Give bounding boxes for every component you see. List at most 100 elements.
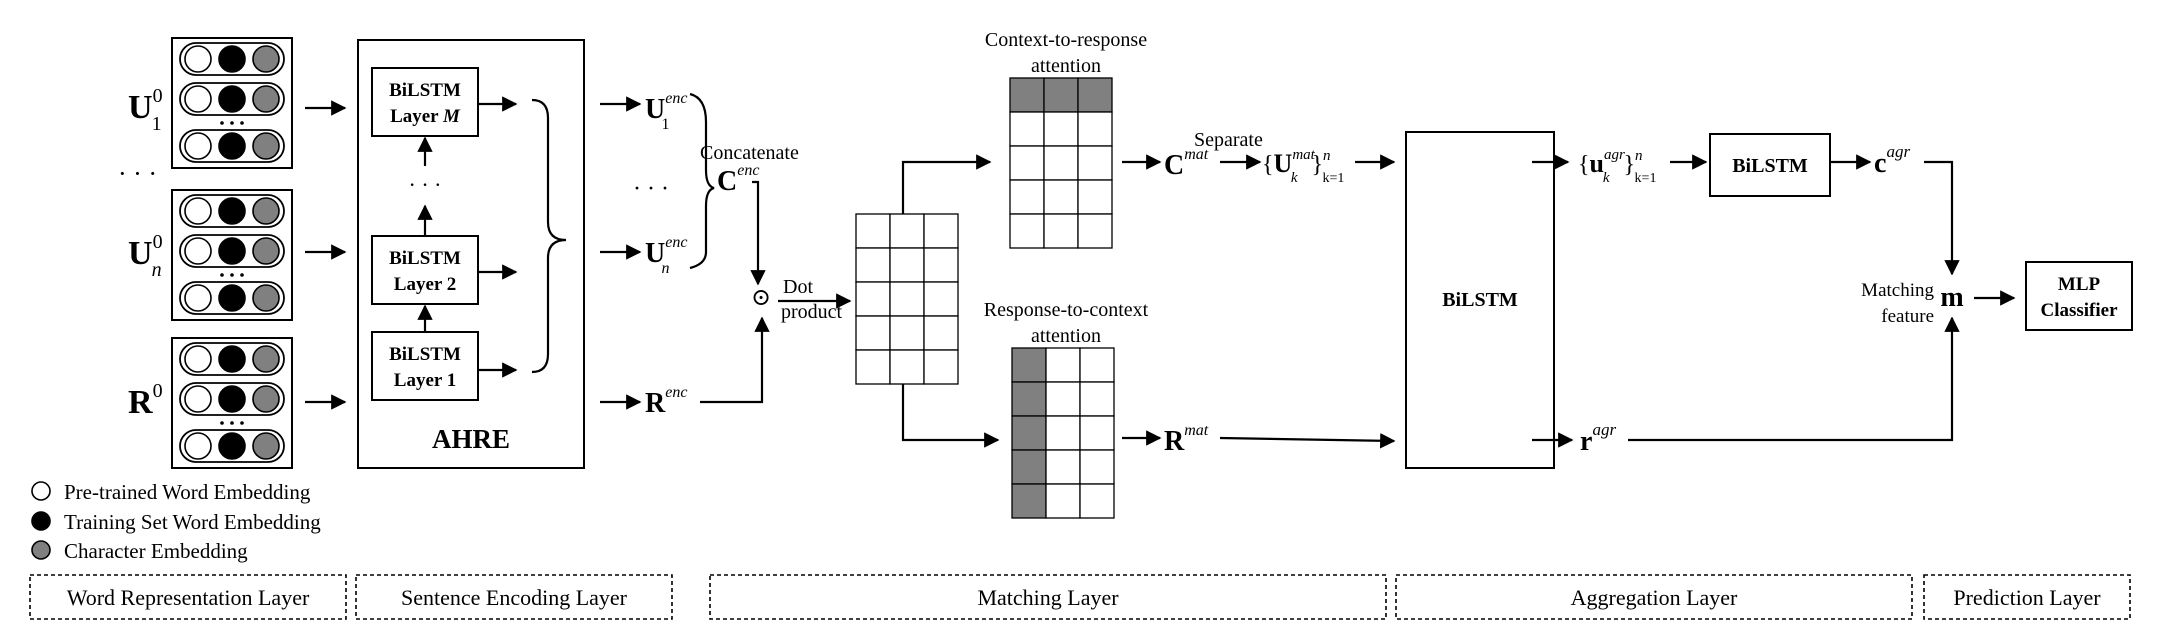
- legend-label-training-set: Training Set Word Embedding: [64, 510, 321, 534]
- small-bilstm-box: [1709, 133, 1831, 197]
- legend-label-character: Character Embedding: [64, 539, 248, 563]
- bilstm-layer-m-line2: Layer M: [390, 106, 461, 127]
- matrix-cell: [1011, 449, 1047, 485]
- embedding-row-dot: [220, 421, 224, 425]
- embedding-group-3: [171, 337, 293, 469]
- legend-swatch-training-set: [31, 511, 51, 531]
- input-ellipsis: · · ·: [118, 159, 157, 188]
- embedding-row-dot: [230, 273, 234, 277]
- arrow-c-agr-to-m: [1924, 160, 1960, 276]
- embedding-circle: [184, 345, 212, 373]
- c-agr-label: cagr: [1874, 142, 1910, 179]
- arrow-c-enc-to-dot: [750, 180, 766, 286]
- embedding-circle: [252, 85, 280, 113]
- embedding-circle: [218, 345, 246, 373]
- dot-product-symbol: ⊙: [751, 285, 771, 311]
- input-r-label: R0: [128, 380, 163, 421]
- embedding-circle: [218, 432, 246, 460]
- embedding-row-dot: [230, 421, 234, 425]
- matrix-cell: [1011, 415, 1047, 451]
- embedding-circle: [184, 197, 212, 225]
- matrix-cell: [923, 247, 959, 283]
- matrix-cell: [1009, 145, 1045, 181]
- embedding-circle: [252, 284, 280, 312]
- ahre-title: AHRE: [432, 424, 510, 454]
- m-label: m: [1940, 282, 1963, 313]
- mlp-line2: Classifier: [2040, 300, 2118, 321]
- similarity-matrix: [855, 213, 959, 385]
- matrix-cell: [1009, 213, 1045, 249]
- matrix-cell: [923, 213, 959, 249]
- embedding-group-1: [171, 37, 293, 169]
- embedding-row-dot: [240, 121, 244, 125]
- arrow-r-agr-to-m: [1628, 316, 1960, 442]
- layer-label-sentence-encoding: Sentence Encoding Layer: [401, 585, 628, 610]
- c2r-attention-matrix: [1009, 77, 1113, 249]
- small-bilstm-label: BiLSTM: [1732, 155, 1808, 177]
- matrix-cell: [1079, 415, 1115, 451]
- layer-label-prediction: Prediction Layer: [1953, 585, 2101, 610]
- embedding-circle: [184, 432, 212, 460]
- u-enc-ellipsis: · · ·: [633, 176, 669, 202]
- matrix-cell: [1077, 213, 1113, 249]
- matrix-cell: [855, 349, 891, 385]
- bilstm-layer-2-line1: BiLSTM: [389, 248, 461, 269]
- embedding-circle: [252, 237, 280, 265]
- layer-label-matching: Matching Layer: [977, 585, 1119, 610]
- matrix-cell: [1045, 347, 1081, 383]
- matrix-cell: [855, 281, 891, 317]
- bilstm-layer-2-line2: Layer 2: [394, 274, 456, 295]
- matrix-cell: [1077, 145, 1113, 181]
- embedding-circle: [218, 197, 246, 225]
- c2r-title-line2: attention: [1031, 55, 1101, 77]
- encoder-layers-brace: [531, 98, 567, 374]
- matrix-cell: [1043, 213, 1079, 249]
- mlp-line1: MLP: [2058, 274, 2101, 295]
- layer-label-word-representation: Word Representation Layer: [67, 585, 310, 610]
- matrix-cell: [855, 247, 891, 283]
- embedding-circle: [218, 284, 246, 312]
- embedding-circle: [252, 197, 280, 225]
- legend-label-pretrained: Pre-trained Word Embedding: [64, 480, 311, 504]
- embedding-row-dot: [240, 421, 244, 425]
- layer-box-matching: [709, 574, 1387, 620]
- embedding-circle: [252, 45, 280, 73]
- c-enc-label: Cenc: [717, 162, 759, 197]
- r-enc-label: Renc: [645, 384, 687, 419]
- embedding-circle: [252, 385, 280, 413]
- matrix-cell: [923, 315, 959, 351]
- c2r-title-line1: Context-to-response: [985, 29, 1147, 51]
- matrix-cell: [1043, 77, 1079, 113]
- embedding-circle: [252, 345, 280, 373]
- bilstm-layer-m: [371, 67, 479, 137]
- arrow-r-enc-to-dot: [700, 316, 770, 404]
- r-mat-label: Rmat: [1164, 422, 1209, 457]
- mlp-classifier-box: [2025, 261, 2133, 331]
- embedding-group-2: [171, 189, 293, 321]
- embedding-circle: [218, 385, 246, 413]
- embedding-circle: [218, 237, 246, 265]
- matrix-cell: [1043, 145, 1079, 181]
- r2c-title-line2: attention: [1031, 325, 1101, 347]
- layer-bar: Word Representation Layer Sentence Encod…: [29, 574, 2131, 620]
- bilstm-layer-1-line2: Layer 1: [394, 370, 456, 391]
- embedding-groups: [171, 37, 293, 469]
- aggregation-bilstm-box: [1405, 131, 1555, 469]
- matrix-cell: [1045, 381, 1081, 417]
- embedding-circle: [184, 85, 212, 113]
- r2c-attention-matrix: [1011, 347, 1115, 519]
- matrix-cell: [923, 281, 959, 317]
- matrix-cell: [1079, 347, 1115, 383]
- matrix-cell: [1011, 347, 1047, 383]
- product-label: product: [781, 301, 843, 323]
- matching-feature-line2: feature: [1881, 306, 1934, 327]
- arrow-to-r2c-attention: [901, 384, 1000, 448]
- matrix-cell: [1009, 111, 1045, 147]
- encoder-layer-ellipsis: · · ·: [409, 172, 442, 197]
- matrix-cell: [1077, 111, 1113, 147]
- separate-label: Separate: [1194, 129, 1263, 151]
